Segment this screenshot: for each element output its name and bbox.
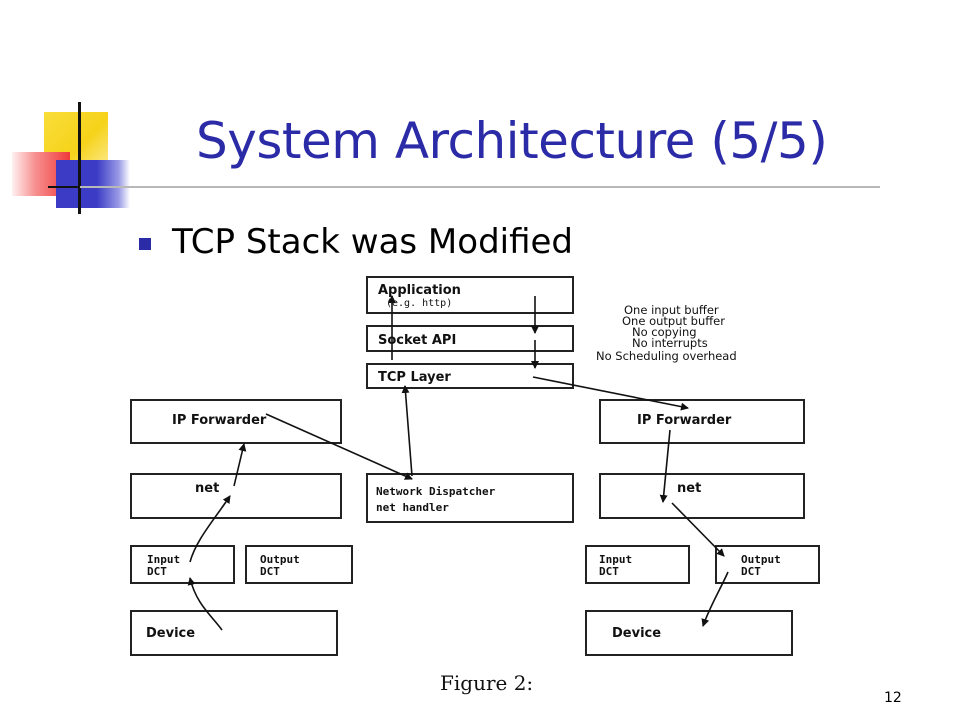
device-right-label: Device — [612, 626, 661, 641]
device-left-label: Device — [146, 626, 195, 641]
note-no-interrupts: No interrupts — [632, 336, 708, 350]
slide-title: System Architecture (5/5) — [196, 112, 828, 170]
deco-horizontal-line — [48, 186, 82, 188]
dispatcher-line1: Network Dispatcher — [376, 485, 496, 498]
arrow-dispatcher-to-tcp — [401, 385, 413, 477]
input-dct-left-box — [130, 545, 235, 584]
input-dct-left-line2: DCT — [147, 565, 167, 578]
arrow-left-device-to-input — [187, 577, 223, 631]
note-no-copying: No copying — [632, 325, 697, 339]
figure-caption: Figure 2: — [440, 671, 533, 695]
application-sub-label: (e.g. http) — [386, 298, 452, 309]
device-right-box — [585, 610, 793, 656]
net-right-box — [599, 473, 805, 519]
tcp-layer-label: TCP Layer — [378, 370, 451, 385]
arrow-left-net-to-forwarder — [233, 443, 247, 487]
dispatcher-line2: net handler — [376, 501, 449, 514]
arrow-left-input-to-net — [189, 495, 231, 563]
output-dct-right-box — [715, 545, 820, 584]
arrow-right-output-to-device — [701, 571, 729, 627]
ip-forwarder-right-box — [599, 399, 805, 444]
arrow-left-forwarder-to-dispatcher — [265, 413, 413, 480]
input-dct-right-line2: DCT — [599, 565, 619, 578]
bullet-marker — [139, 238, 151, 250]
output-dct-right-line2: DCT — [741, 565, 761, 578]
ip-forwarder-left-label: IP Forwarder — [172, 413, 267, 428]
application-label: Application — [378, 283, 461, 298]
input-dct-right-line1: Input — [599, 553, 632, 566]
bullet-text: TCP Stack was Modified — [172, 222, 574, 262]
output-dct-right-line1: Output — [741, 553, 781, 566]
deco-blue-square — [56, 160, 130, 208]
net-right-label: net — [677, 481, 701, 496]
title-underline — [80, 186, 880, 188]
output-dct-left-line2: DCT — [260, 565, 280, 578]
net-left-box — [130, 473, 342, 519]
input-dct-left-line1: Input — [147, 553, 180, 566]
output-dct-left-line1: Output — [260, 553, 300, 566]
application-box — [366, 276, 574, 314]
ip-forwarder-right-label: IP Forwarder — [637, 413, 732, 428]
slide-number: 12 — [884, 690, 902, 706]
net-left-label: net — [195, 481, 219, 496]
network-dispatcher-box — [366, 473, 574, 523]
deco-vertical-line — [78, 102, 81, 214]
device-left-box — [130, 610, 338, 656]
ip-forwarder-left-box — [130, 399, 342, 444]
arrow-right-forwarder-to-net — [659, 429, 671, 503]
note-one-output-buffer: One output buffer — [622, 314, 725, 328]
note-one-input-buffer: One input buffer — [624, 303, 719, 317]
output-dct-left-box — [245, 545, 353, 584]
arrow-tcp-to-right-forwarder — [532, 376, 689, 411]
socket-api-label: Socket API — [378, 333, 456, 348]
input-dct-right-box — [585, 545, 690, 584]
arrow-right-net-to-output — [671, 502, 725, 557]
note-no-scheduling-overhead: No Scheduling overhead — [596, 349, 737, 363]
